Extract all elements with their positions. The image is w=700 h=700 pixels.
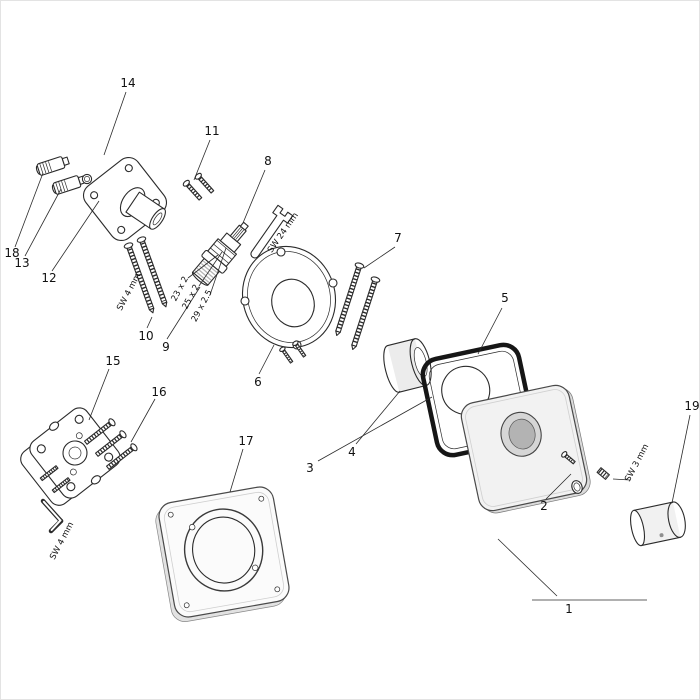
part-small-screws [182,172,215,201]
callout-10: 10 [138,329,153,343]
part-escutcheon-front [460,384,591,514]
callout-11: 11 [204,124,219,138]
check-valve-fitting [35,156,70,176]
part-cartridge [191,221,249,286]
callout-16: 16 [151,385,166,399]
label-sw3: SW 3 mm [623,443,651,484]
check-valve-fitting [51,175,86,195]
label-sw4-top: SW 4 mm [115,272,143,313]
part-valve-body-front [35,156,168,314]
callout-12: 12 [41,271,56,285]
callout-7: 7 [394,231,402,245]
callout-3: 3 [306,461,314,475]
callout-13: 13 [14,256,29,270]
callout-1: 1 [565,602,573,616]
callout-5: 5 [501,291,509,305]
callout-8: 8 [264,154,272,168]
callout-15: 15 [105,354,120,368]
callout-numbers: 14 11 8 7 5 18 13 12 10 9 6 15 16 17 3 4… [4,76,699,616]
part-escutcheon-bottom [155,486,290,622]
part-handle [630,501,686,547]
screw [123,242,155,314]
grub-screw [596,467,610,480]
screw [136,236,168,308]
valve-boss [119,187,166,230]
part-handle-fixings [561,451,610,494]
leader-lines [14,91,691,601]
callout-6: 6 [254,375,262,389]
part-long-screws [335,262,381,351]
callout-2: 2 [540,499,548,513]
callout-17: 17 [238,434,253,448]
wrench-icon [250,204,294,259]
part-mounting-ring [240,245,338,364]
callout-19: 19 [684,399,699,413]
allen-key-icon [40,498,64,534]
part-valve-body-rear [20,407,138,534]
callout-18: 18 [4,246,19,260]
callout-14: 14 [120,76,135,90]
callout-4: 4 [348,445,356,459]
callout-9: 9 [162,340,170,354]
